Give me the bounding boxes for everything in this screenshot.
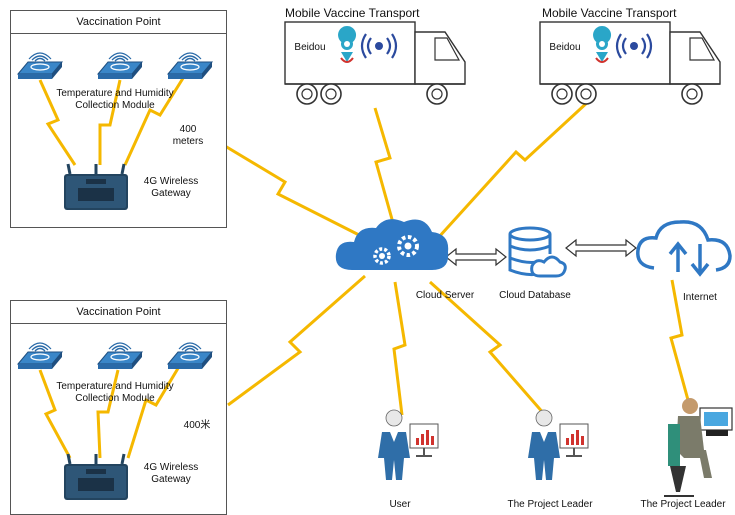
user-icon (377, 409, 439, 481)
link-server-user (392, 281, 407, 416)
beidou-label: Beidou (294, 42, 326, 53)
project-leader-label: The Project Leader (640, 499, 726, 510)
link-truck1-server (373, 107, 397, 231)
leader-desk-icon (664, 398, 733, 497)
arrow-database-internet (565, 238, 637, 258)
cloud-upload-download-icon (636, 220, 732, 277)
link-vp2-server (227, 274, 366, 407)
distance-label: 400米 (183, 420, 211, 431)
gear-cloud-icon (335, 219, 449, 270)
arrow-server-database (445, 247, 507, 267)
gateway-label: 4G Wireless Gateway (143, 462, 199, 485)
truck-icon (283, 20, 467, 106)
beidou-label: Beidou (549, 42, 581, 53)
leader-icon (527, 409, 589, 481)
database-icon (508, 226, 567, 278)
sensor-label: Temperature and Humidity Collection Modu… (56, 88, 174, 111)
gateway-label: 4G Wireless Gateway (143, 176, 199, 199)
sensor-label: Temperature and Humidity Collection Modu… (56, 381, 174, 404)
internet-label: Internet (683, 292, 717, 303)
link-internet-leader2 (669, 279, 690, 401)
truck-title: Mobile Vaccine Transport (542, 6, 677, 20)
user-label: User (389, 499, 411, 510)
link-truck2-server (436, 98, 592, 240)
vaccination-point-title: Vaccination Point (11, 301, 226, 324)
cloud-server-label: Cloud Server (415, 290, 475, 301)
cloud-database-label: Cloud Database (499, 290, 571, 301)
project-leader-label: The Project Leader (507, 499, 593, 510)
data-arrows (445, 238, 637, 267)
distance-label: 400 meters (172, 124, 204, 147)
truck-title: Mobile Vaccine Transport (285, 6, 420, 20)
vaccination-point-title: Vaccination Point (11, 11, 226, 34)
link-server-leader1 (428, 280, 547, 416)
link-vp1-server (214, 138, 366, 240)
truck-icon (538, 20, 722, 106)
